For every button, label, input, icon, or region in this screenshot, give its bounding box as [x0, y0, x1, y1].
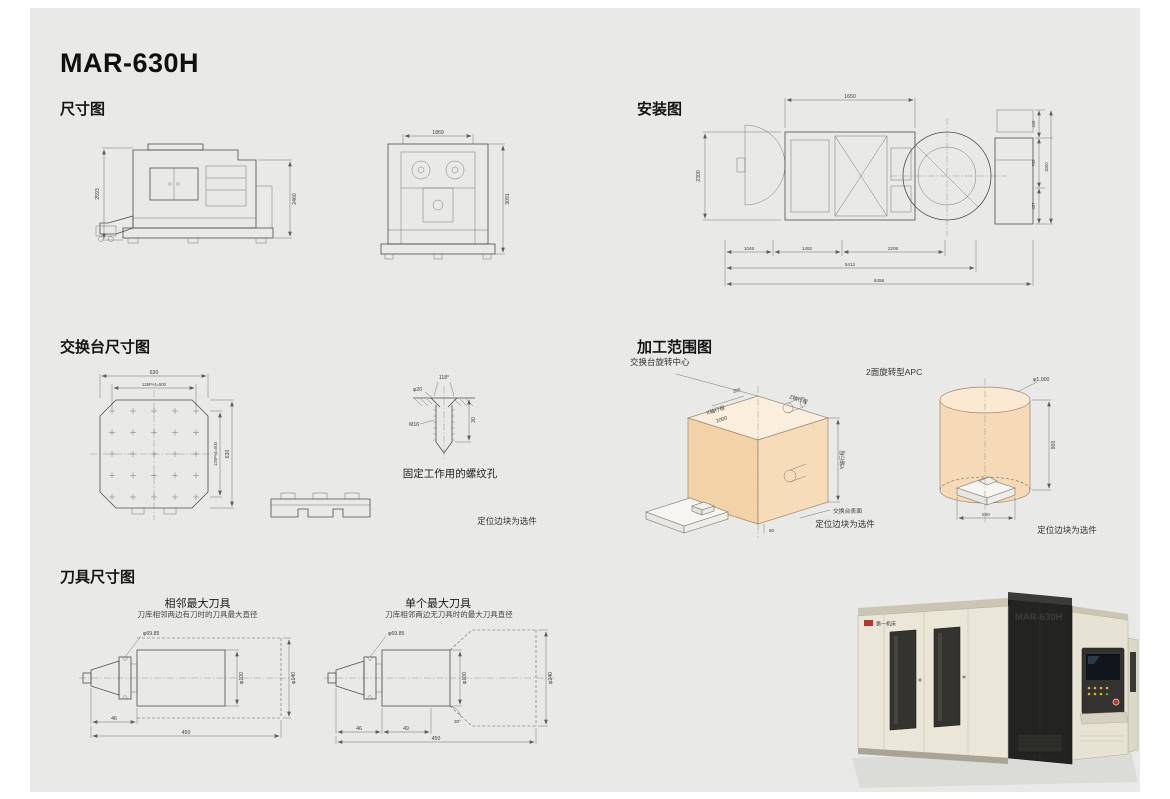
rotation-center-label: 交换台旋转中心 — [630, 357, 690, 367]
machine-photo: MAR-630H 第一机床 — [852, 592, 1139, 788]
heading-install-diagram: 安装图 — [637, 101, 683, 118]
tool-adjacent-title: 相邻最大刀具 — [164, 598, 231, 610]
range-50-dim: 50 — [769, 528, 775, 533]
machine-model-label: MAR-630H — [1015, 612, 1063, 623]
install-right-dim-4: 3000 — [1044, 162, 1049, 172]
apc-dia-dim: φ1,000 — [1033, 377, 1049, 383]
install-bottom-dim-4: 5412 — [845, 262, 856, 267]
page-title: MAR-630H — [60, 48, 200, 78]
heading-tool-diagram: 刀具尺寸图 — [60, 569, 136, 586]
front-view-drawing: 1869 3091 — [380, 130, 511, 260]
range-option-note: 定位边块为选件 — [815, 519, 875, 529]
front-width-dim: 1869 — [432, 130, 444, 136]
control-buttons — [1087, 686, 1109, 696]
pallet-height-dim: 630 — [225, 450, 231, 459]
tool-adjacent-subtitle: 刀库相邻两边有刀时的刀具最大直径 — [137, 610, 258, 619]
brand-logo-icon — [864, 620, 873, 626]
apc-width-dim: 500 — [982, 512, 990, 517]
side-height-left-dim: 2593 — [95, 188, 101, 200]
emergency-stop-button — [1112, 698, 1120, 706]
tool-flange-dia-dim: φ69.85 — [143, 631, 159, 637]
door-window-left — [889, 629, 917, 731]
z-travel-label: Z轴行程 — [788, 393, 808, 406]
apc-option-note: 定位边块为选件 — [1037, 525, 1097, 535]
front-height-dim: 3091 — [505, 193, 511, 205]
heading-pallet-diagram: 交换台尺寸图 — [60, 339, 151, 356]
table-surface-label: 交换台表面 — [833, 507, 862, 515]
tool-450-dim2: 450 — [432, 736, 441, 742]
apc-label: 2面旋转型APC — [866, 367, 923, 377]
pallet-pitch-height-dim: 125P×4=500 — [213, 441, 218, 466]
apc-envelope-drawing: φ1,000 900 500 — [939, 377, 1057, 524]
thread-detail-drawing: 118° φ20 M16 30 — [409, 375, 477, 460]
thread-angle-dim: 118° — [439, 375, 449, 381]
install-right-dim-3: 427 — [1031, 202, 1036, 210]
machine-brand-label: 第一机床 — [876, 621, 896, 628]
pallet-side-drawing — [270, 492, 371, 518]
install-bottom-dim-5: 6458 — [874, 278, 885, 283]
pallet-pitch-width-dim: 125P×4=500 — [142, 382, 167, 387]
tool-body-dia-dim2: φ100 — [462, 672, 468, 684]
pallet-width-dim: 630 — [150, 370, 159, 376]
installation-plan-drawing: 1650 2300 445 735 427 3000 1046 1492 220… — [696, 94, 1053, 286]
tool-46-dim2: 46 — [356, 726, 362, 732]
install-right-dim-2: 735 — [1031, 159, 1036, 167]
tool-adjacent-drawing: φ69.85 φ100 φ140 46 450 — [79, 631, 297, 738]
door-window-right — [933, 626, 961, 728]
tool-flange-dia-dim2: φ69.85 — [388, 631, 404, 637]
install-bottom-dim-1: 1046 — [744, 246, 755, 251]
tool-single-drawing: 30° φ69.85 φ100 φ240 46 49 450 — [324, 629, 554, 744]
install-right-dim-1: 445 — [1031, 120, 1036, 128]
pallet-option-note: 定位边块为选件 — [477, 516, 537, 526]
x-travel-value: 1000 — [715, 415, 728, 424]
install-bottom-dim-3: 2205 — [888, 246, 899, 251]
install-top-dim: 1650 — [844, 94, 856, 100]
tool-49-dim: 49 — [403, 726, 409, 732]
thread-size-label: M16 — [409, 422, 419, 428]
range-200-dim: 200 — [732, 387, 741, 394]
tool-body-dia-dim: φ100 — [239, 672, 245, 684]
tool-46-dim: 46 — [111, 716, 117, 722]
install-left-dim: 2300 — [696, 170, 702, 182]
tool-single-title: 单个最大刀具 — [405, 598, 471, 610]
tool-450-dim: 450 — [182, 730, 191, 736]
tool-single-envelope-dim: φ240 — [548, 672, 554, 684]
side-view-drawing: 2593 2460 — [95, 143, 298, 244]
install-bottom-dim-2: 1492 — [802, 246, 813, 251]
thread-dia-dim: φ20 — [413, 387, 422, 393]
heading-size-diagram: 尺寸图 — [60, 101, 106, 118]
tool-adj-envelope-dim: φ140 — [291, 672, 297, 684]
y-travel-label: Y轴行程 — [838, 450, 846, 469]
pallet-top-drawing: 630 125P×4=500 125P×4=500 630 — [90, 370, 234, 520]
heading-range-diagram: 加工范围图 — [637, 339, 713, 356]
brochure-page: MAR-630H 尺寸图 安装图 交换台尺寸图 加工范围图 刀具尺寸图 2593… — [30, 8, 1140, 792]
apc-height-dim: 900 — [1051, 441, 1057, 450]
work-envelope-drawing: 200 X轴行程 1000 Z轴行程 Y轴行程 交换台表面 50 — [645, 373, 862, 538]
thread-depth-dim: 30 — [471, 417, 477, 423]
tool-angle-dim: 30° — [454, 719, 461, 724]
side-height-right-dim: 2460 — [292, 193, 298, 205]
thread-caption: 固定工作用的螺纹孔 — [402, 468, 498, 480]
tool-single-subtitle: 刀库相邻两边无刀具时的最大刀具直径 — [385, 610, 513, 619]
